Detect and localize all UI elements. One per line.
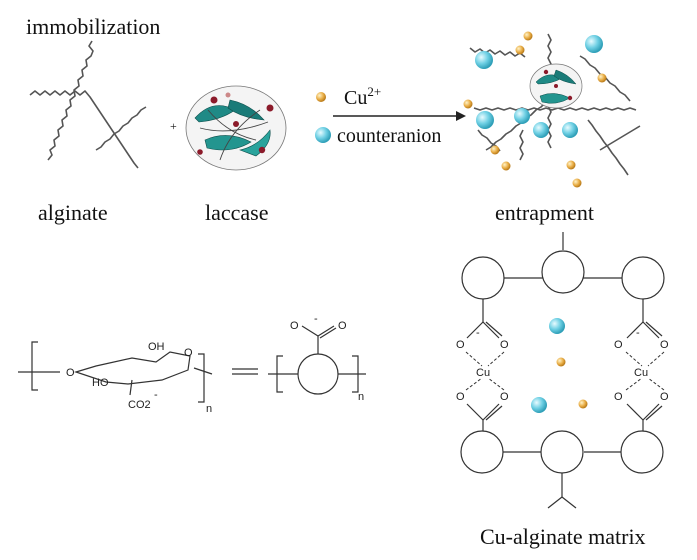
svg-text:O: O <box>338 320 347 332</box>
svg-text:O: O <box>66 367 75 379</box>
entrapment-network <box>463 31 641 188</box>
svg-text:n: n <box>206 403 212 415</box>
alginate-monomer-structure: O OH O HO CO2 - n <box>18 341 213 415</box>
equals-sign <box>232 368 258 375</box>
svg-text:HO: HO <box>92 377 109 389</box>
svg-text:O: O <box>456 391 465 403</box>
svg-text:-: - <box>476 327 480 339</box>
svg-text:O: O <box>660 339 669 351</box>
svg-text:O: O <box>614 391 623 403</box>
svg-text:n: n <box>358 391 364 403</box>
plus-sign: + <box>170 119 177 133</box>
svg-text:Cu: Cu <box>634 367 648 379</box>
title-label: immobilization <box>26 14 160 39</box>
counteranion-label: counteranion <box>337 125 441 147</box>
svg-text:-: - <box>636 327 640 339</box>
svg-text:O: O <box>500 339 509 351</box>
svg-text:Cu: Cu <box>476 367 490 379</box>
svg-text:O: O <box>456 339 465 351</box>
simplified-monomer: O O - n <box>268 313 366 403</box>
laccase-protein <box>185 85 287 171</box>
matrix-label: Cu-alginate matrix <box>480 524 646 549</box>
svg-text:OH: OH <box>148 341 165 353</box>
svg-text:-: - <box>154 389 158 401</box>
svg-text:O: O <box>184 347 193 359</box>
svg-text:-: - <box>314 313 318 325</box>
entrapment-label: entrapment <box>495 200 594 225</box>
counteranion-legend-icon <box>315 127 331 143</box>
cu-label: Cu2+ <box>344 84 381 109</box>
laccase-label: laccase <box>205 200 269 225</box>
svg-text:O: O <box>500 391 509 403</box>
reaction-arrow <box>333 111 466 121</box>
svg-text:O: O <box>290 320 299 332</box>
alginate-chains <box>29 40 147 169</box>
alginate-label: alginate <box>38 200 108 225</box>
cu-ion-legend-icon <box>316 92 326 102</box>
svg-text:O: O <box>614 339 623 351</box>
cu-alginate-matrix: O O - Cu O O O O - Cu O O <box>456 232 669 509</box>
svg-text:O: O <box>660 391 669 403</box>
svg-text:CO2: CO2 <box>128 399 151 411</box>
